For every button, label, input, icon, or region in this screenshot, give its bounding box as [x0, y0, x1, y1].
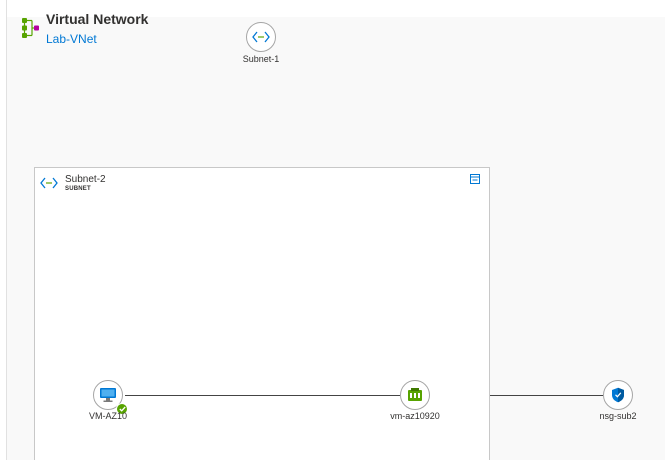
shield-icon [612, 387, 624, 403]
subnet-icon [252, 31, 270, 43]
left-rail [0, 0, 7, 460]
collapse-icon[interactable] [470, 174, 480, 184]
subnet-1-label: Subnet-1 [242, 54, 280, 64]
subnet-2-title: Subnet-2 [65, 174, 106, 185]
subnet-1-node[interactable] [246, 22, 276, 52]
nsg-node[interactable] [603, 380, 633, 410]
page-title: Virtual Network [46, 11, 149, 27]
vm-az10-node[interactable] [93, 380, 123, 410]
nsg-label: nsg-sub2 [599, 411, 637, 421]
subnet-icon [40, 177, 58, 189]
check-icon [116, 403, 128, 415]
network-interface-icon [408, 388, 422, 401]
subnet-2-type: SUBNET [65, 186, 91, 192]
top-band [7, 0, 665, 17]
subnet-2-container[interactable] [34, 167, 490, 460]
vnet-name-link[interactable]: Lab-VNet [46, 32, 97, 46]
network-interface-label: vm-az10920 [390, 411, 440, 421]
connection-nic-to-nsg [490, 395, 603, 396]
vm-az10-label: VM-AZ10 [88, 411, 127, 421]
connection-vm-to-nic [125, 395, 400, 396]
virtual-machine-icon [100, 388, 116, 402]
virtual-network-icon [22, 18, 39, 38]
network-interface-node[interactable] [400, 380, 430, 410]
